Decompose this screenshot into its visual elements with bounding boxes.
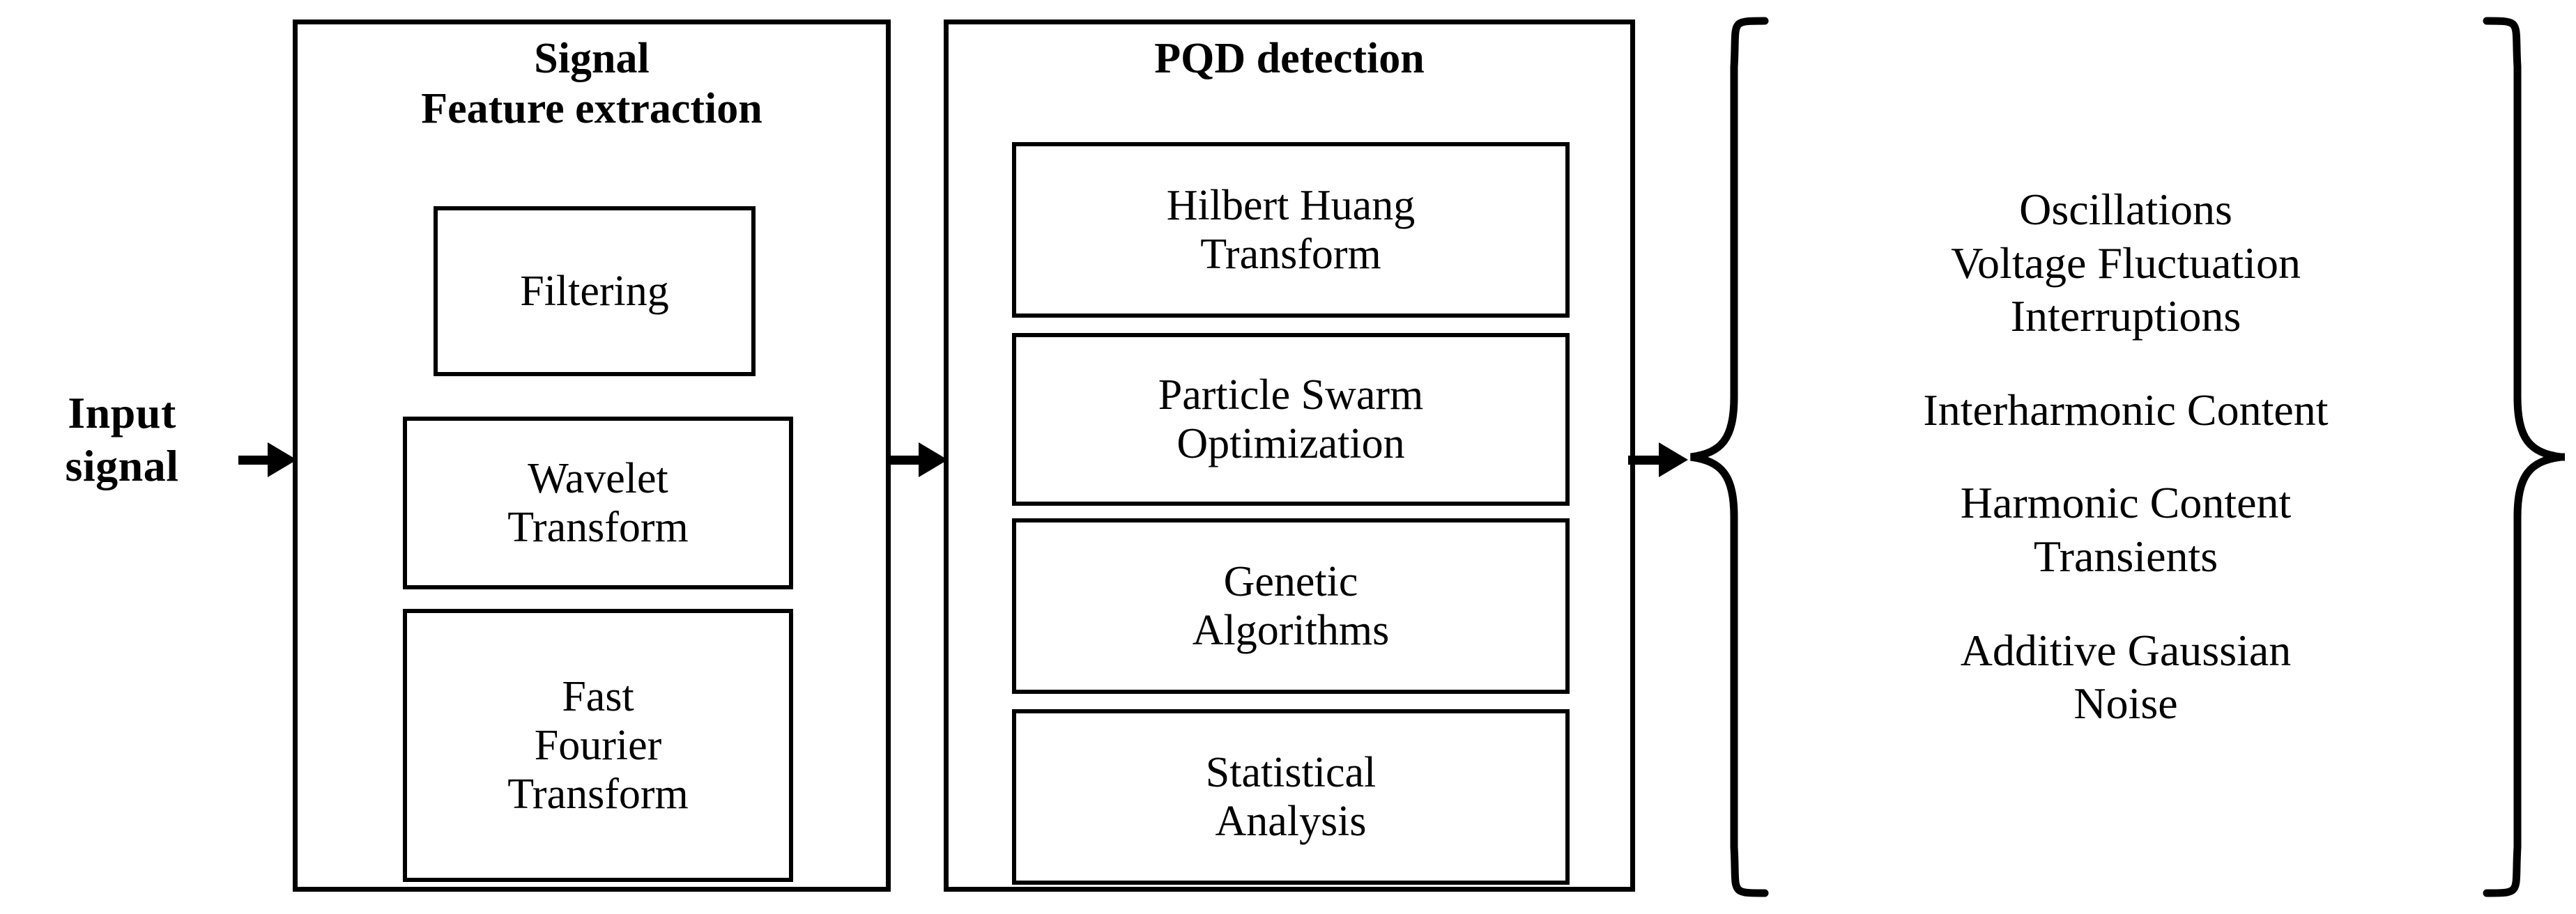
- method-box-genetic-algorithms-line-1: Genetic: [1223, 557, 1358, 605]
- left-curly-brace-icon: [1690, 17, 1769, 897]
- stage-feature-extraction-title-line-1: Signal: [534, 35, 650, 82]
- method-box-statistical-analysis[interactable]: Statistical Analysis: [1012, 709, 1570, 885]
- output-group-3-line-2: Transients: [2033, 531, 2218, 581]
- output-group-4-line-1: Additive Gaussian: [1960, 625, 2292, 675]
- stage-pqd-detection-title: PQD detection: [949, 34, 1630, 84]
- method-box-hilbert-huang-transform-line-1: Hilbert Huang: [1166, 181, 1416, 229]
- method-box-filtering[interactable]: Filtering: [434, 206, 756, 376]
- method-box-fast-fourier-transform-line-3: Transform: [507, 770, 689, 819]
- method-box-hilbert-huang-transform[interactable]: Hilbert Huang Transform: [1012, 142, 1570, 318]
- method-box-particle-swarm-optimization-line-1: Particle Swarm: [1158, 371, 1424, 419]
- output-group-1-line-1: Oscillations: [2019, 184, 2232, 234]
- output-group-3: Harmonic Content Transients: [1961, 477, 2292, 584]
- output-disturbance-list: Oscillations Voltage Fluctuation Interru…: [1763, 0, 2488, 914]
- output-group-4-line-2: Noise: [2073, 679, 2178, 729]
- arrow-feature-extraction-to-pqd-detection-icon: [887, 442, 948, 477]
- output-group-2-line-1: Interharmonic Content: [1923, 385, 2329, 435]
- method-box-wavelet-transform[interactable]: Wavelet Transform: [403, 417, 793, 589]
- arrow-head: [919, 442, 948, 477]
- output-group-4: Additive Gaussian Noise: [1961, 624, 2292, 731]
- method-box-filtering-line-1: Filtering: [520, 267, 669, 315]
- arrow-head: [1659, 442, 1688, 477]
- output-disturbance-group: Oscillations Voltage Fluctuation Interru…: [1687, 0, 2576, 914]
- arrow-head: [268, 442, 297, 477]
- output-group-1-line-3: Interruptions: [2010, 291, 2241, 341]
- method-box-wavelet-transform-line-2: Transform: [507, 504, 689, 551]
- stage-feature-extraction-title: Signal Feature extraction: [298, 34, 886, 134]
- arrow-shaft: [238, 455, 268, 465]
- arrow-shaft: [1628, 455, 1659, 465]
- method-box-wavelet-transform-line-1: Wavelet: [528, 454, 668, 502]
- method-box-fast-fourier-transform-line-2: Fourier: [534, 721, 662, 769]
- method-box-genetic-algorithms[interactable]: Genetic Algorithms: [1012, 518, 1570, 694]
- method-box-fast-fourier-transform-line-1: Fast: [562, 672, 634, 720]
- right-curly-brace-icon: [2483, 17, 2565, 897]
- output-group-2: Interharmonic Content: [1923, 384, 2328, 437]
- arrow-pqd-detection-to-output-icon: [1628, 442, 1688, 477]
- stage-pqd-detection-title-line-1: PQD detection: [1154, 35, 1425, 82]
- method-box-statistical-analysis-line-1: Statistical: [1205, 748, 1377, 796]
- input-signal-label-line-2: signal: [65, 440, 179, 490]
- output-group-1-line-2: Voltage Fluctuation: [1951, 238, 2301, 288]
- arrow-input-to-feature-extraction-icon: [238, 442, 297, 477]
- method-box-genetic-algorithms-line-2: Algorithms: [1192, 607, 1390, 654]
- input-signal-label: Input signal: [7, 387, 237, 492]
- method-box-particle-swarm-optimization-line-2: Optimization: [1176, 420, 1405, 467]
- method-box-statistical-analysis-line-2: Analysis: [1215, 798, 1367, 845]
- output-group-3-line-1: Harmonic Content: [1960, 478, 2292, 527]
- method-box-fast-fourier-transform[interactable]: Fast Fourier Transform: [403, 609, 793, 882]
- method-box-hilbert-huang-transform-line-2: Transform: [1200, 231, 1381, 278]
- method-box-particle-swarm-optimization[interactable]: Particle Swarm Optimization: [1012, 333, 1570, 506]
- stage-feature-extraction-title-line-2: Feature extraction: [421, 84, 762, 132]
- arrow-shaft: [887, 455, 919, 465]
- output-group-1: Oscillations Voltage Fluctuation Interru…: [1951, 183, 2301, 343]
- input-signal-label-line-1: Input: [68, 388, 176, 437]
